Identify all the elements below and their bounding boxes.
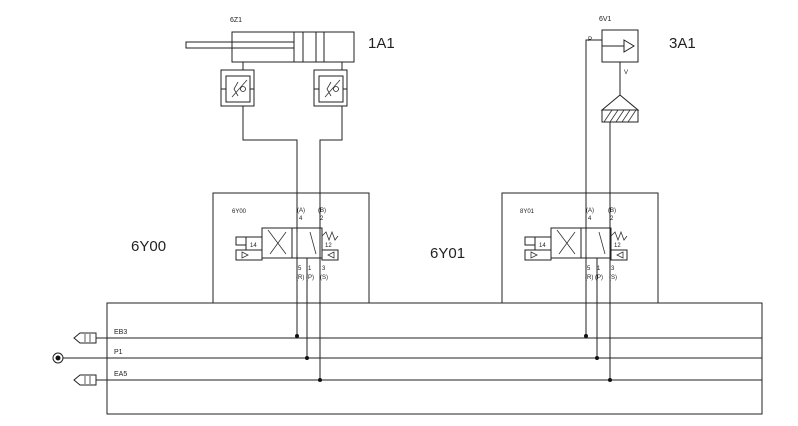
motor-label: 3A1 <box>669 35 696 52</box>
pilot-14: 14 <box>539 243 546 249</box>
pilot-14: 14 <box>250 243 257 249</box>
port-a-code: (A) <box>297 208 305 214</box>
port-s-number: 3 <box>611 266 615 272</box>
motor-tag: 6V1 <box>599 16 612 23</box>
cylinder-tag: 6Z1 <box>230 17 242 24</box>
valve-6y01-label: 6Y01 <box>430 245 465 262</box>
port-b-number: 2 <box>320 216 324 222</box>
port-b-code: (B) <box>318 208 326 214</box>
port-a-code: (A) <box>586 208 594 214</box>
flow-control-valve-icon <box>313 69 348 107</box>
port-b-number: 2 <box>610 216 614 222</box>
valve-6y00: 6Y00 6Y00 (A) 4 (B) 2 14 12 5 (R) 1 (P) … <box>131 192 370 304</box>
port-s-number: 3 <box>322 266 326 272</box>
silencer-icon <box>73 374 97 386</box>
manifold-label-eb3: EB3 <box>114 329 127 336</box>
valve-6y01: 6Y01 8Y01 (A) 4 (B) 2 14 12 5 (R) 1 (P) … <box>430 192 659 304</box>
port-a-number: 4 <box>299 216 303 222</box>
port-b-code: (B) <box>608 208 616 214</box>
port-r-number: 5 <box>298 266 302 272</box>
port-r-code: (R) <box>585 275 593 281</box>
valve-6y01-tag: 8Y01 <box>520 209 535 215</box>
valve-6y00-tag: 6Y00 <box>232 209 247 215</box>
manifold-label-ea5: EA5 <box>114 371 127 378</box>
pressure-source-icon <box>52 352 64 364</box>
port-s-code: (S) <box>320 275 328 281</box>
port-a-number: 4 <box>588 216 592 222</box>
motor-port-v: V <box>624 70 628 76</box>
port-p-number: 1 <box>308 266 312 272</box>
flow-control-valve-icon <box>220 69 255 107</box>
port-p-number: 1 <box>597 266 601 272</box>
pilot-12: 12 <box>614 243 621 249</box>
port-r-code: (R) <box>296 275 304 281</box>
pilot-12: 12 <box>325 243 332 249</box>
port-r-number: 5 <box>587 266 591 272</box>
cylinder-label: 1A1 <box>368 35 395 52</box>
cylinder-1a1: 6Z1 1A1 <box>185 17 395 70</box>
port-s-code: (S) <box>609 275 617 281</box>
manifold-label-p1: P1 <box>114 349 123 356</box>
valve-6y00-label: 6Y00 <box>131 238 166 255</box>
manifold: EB3 P1 EA5 <box>63 302 763 415</box>
port-p-code: (P) <box>306 275 314 281</box>
motor-3a1: 6V1 3A1 P V <box>588 16 696 123</box>
port-p-code: (P) <box>595 275 603 281</box>
silencer-icon <box>73 332 97 344</box>
